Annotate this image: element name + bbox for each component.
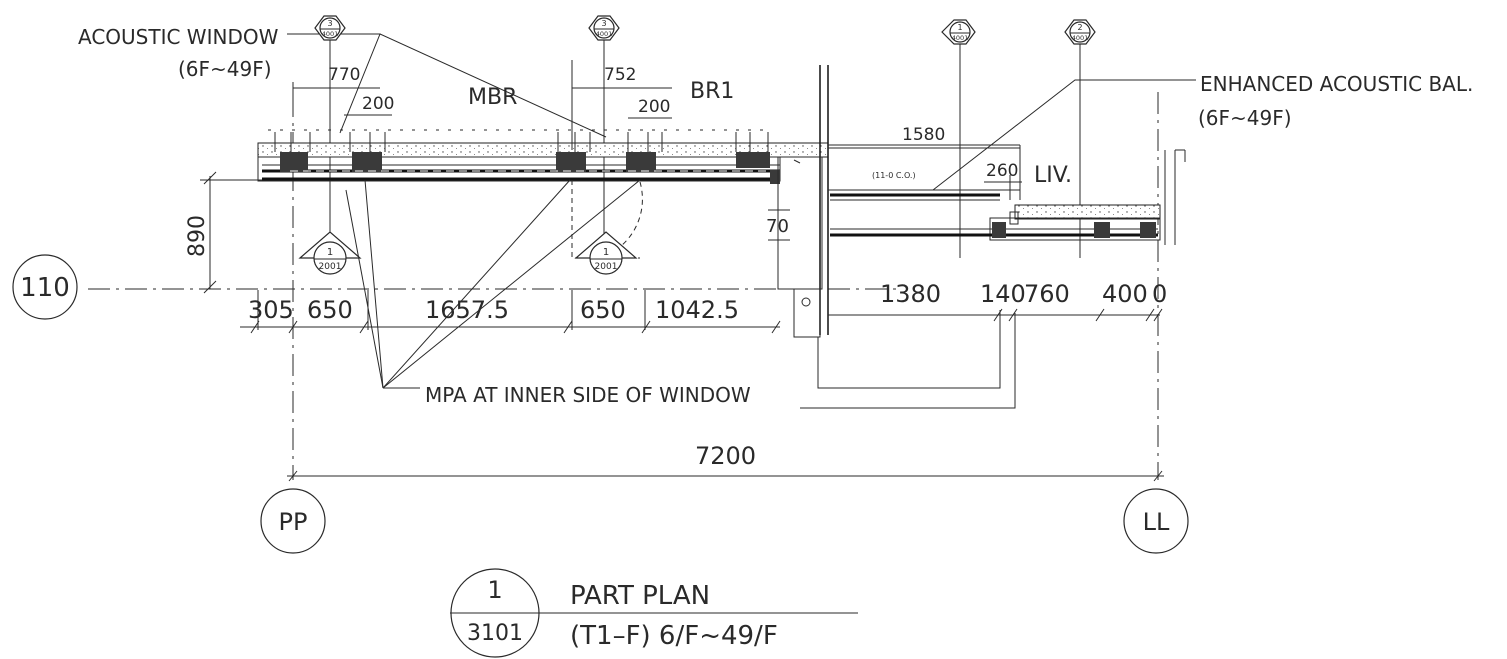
svg-text:110: 110 [20, 273, 70, 303]
acoustic-window-floors: (6F~49F) [178, 57, 272, 81]
dim-400: 400 [1102, 280, 1148, 308]
grid-bubble-ll: LL [1123, 488, 1189, 554]
section-marker-1: 3 4001 [314, 15, 346, 41]
dim-260: 260 [986, 161, 1018, 181]
svg-text:2001: 2001 [319, 262, 342, 272]
dim-200-b: 200 [638, 97, 670, 117]
acoustic-window-wall [257, 129, 829, 259]
dim-305: 305 [248, 296, 294, 324]
mpa-note: MPA AT INNER SIDE OF WINDOW [425, 383, 751, 407]
dim-890: 890 [185, 215, 210, 257]
svg-text:3: 3 [601, 19, 606, 28]
dim-752: 752 [604, 65, 636, 85]
section-marker-4: 2 4001 [1064, 19, 1096, 45]
dim-140: 140 [980, 280, 1026, 308]
window-mullions [280, 152, 780, 184]
opening-note: (11-0 C.O.) [872, 171, 916, 180]
dim-650-a: 650 [307, 296, 353, 324]
title-text: PART PLAN [570, 581, 710, 611]
dim-650-b: 650 [580, 296, 626, 324]
room-br1: BR1 [690, 79, 734, 104]
section-marker-2: 3 4001 [588, 15, 620, 41]
dim-1580: 1580 [902, 125, 945, 145]
annotation-labels: ACOUSTIC WINDOW (6F~49F) ENHANCED ACOUST… [78, 25, 1473, 407]
svg-text:2: 2 [1077, 23, 1082, 32]
title-block: 1 3101 PART PLAN (T1–F) 6/F~49/F [450, 568, 858, 658]
grid-bubble-pp: PP [260, 488, 326, 554]
dim-770: 770 [328, 65, 360, 85]
acoustic-window-label: ACOUSTIC WINDOW [78, 25, 279, 49]
svg-text:3: 3 [327, 19, 332, 28]
detail-marker-2: 1 2001 [574, 231, 638, 275]
section-marker-3: 1 4001 [941, 19, 976, 45]
room-liv: LIV. [1034, 163, 1072, 188]
grid-bubble-110: 110 [12, 254, 78, 320]
enhanced-acoustic-balcony [828, 144, 1186, 245]
dim-1042-5: 1042.5 [655, 296, 739, 324]
dim-1380: 1380 [880, 280, 941, 308]
wall-column [777, 65, 829, 338]
svg-text:4001: 4001 [596, 30, 613, 38]
dim-7200: 7200 [695, 442, 756, 470]
anchor-ticks [268, 129, 769, 152]
svg-text:1: 1 [957, 23, 962, 32]
title-number: 1 [487, 576, 502, 604]
svg-text:4001: 4001 [1072, 34, 1089, 42]
svg-text:4001: 4001 [322, 30, 339, 38]
svg-text:1: 1 [327, 247, 333, 258]
dim-760: 760 [1024, 280, 1070, 308]
dimension-values: 770 200 752 200 1580 260 890 70 305 650 … [185, 65, 1167, 470]
svg-text:2001: 2001 [595, 262, 618, 272]
title-sheet: 3101 [467, 621, 523, 646]
svg-text:1: 1 [603, 247, 609, 258]
svg-text:4001: 4001 [952, 34, 969, 42]
dim-70: 70 [766, 216, 789, 237]
room-mbr: MBR [468, 85, 517, 110]
dimension-lines [200, 60, 1164, 482]
detail-marker-1: 1 2001 [298, 231, 362, 275]
enhanced-bal-label: ENHANCED ACOUSTIC BAL. [1200, 72, 1473, 96]
dim-1657-5: 1657.5 [425, 296, 509, 324]
dim-0: 0 [1152, 280, 1167, 308]
enhanced-bal-floors: (6F~49F) [1198, 106, 1292, 130]
svg-text:LL: LL [1143, 508, 1170, 536]
gridlines [88, 40, 1159, 480]
title-subtitle: (T1–F) 6/F~49/F [570, 621, 778, 651]
leader-lines [287, 33, 1196, 409]
dim-200-a: 200 [362, 94, 394, 114]
svg-text:PP: PP [279, 508, 308, 536]
